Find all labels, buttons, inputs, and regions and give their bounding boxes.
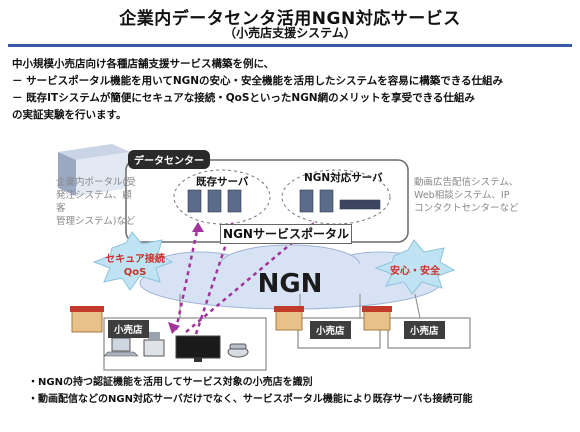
datacenter-label: データセンター [128, 150, 210, 169]
intro-line: 中小規模小売店向け各種店舗支援サービス構築を例に、 [12, 58, 275, 70]
intro-line: － サービスポータル機能を用いてNGNの安心・安全機能を活用したシステムを容易に… [12, 75, 504, 87]
left-systems-line: 管理システム)など [56, 216, 136, 227]
shop-icon [70, 306, 104, 333]
safety-badge [374, 239, 456, 295]
store-label: 小売店 [108, 320, 149, 338]
store-label: 小売店 [310, 321, 351, 339]
left-systems-line: 企業内ポータル(受 [56, 177, 136, 188]
safety-label: 安心・安全 [390, 264, 441, 277]
ngn-label: NGN [258, 269, 323, 299]
intro-line: の実証実験を行います。 [12, 109, 127, 121]
existing-server-icons [187, 189, 242, 213]
left-systems-text: 企業内ポータル(受 発注システム、顧客 管理システム)など [56, 176, 136, 228]
ngn-server-icons [299, 189, 381, 213]
intro-line: － 既存ITシステムが簡便にセキュアな接続・QoSといったNGN網のメリットを享… [12, 92, 475, 104]
secure-connection-badge [92, 231, 174, 291]
secure-label-line1: セキュア接続 [105, 252, 165, 265]
ngn-server-label: NGN対応サーバ [304, 172, 383, 184]
shop-icon [362, 306, 392, 331]
ngn-server-group [281, 169, 391, 225]
secure-label-line2: QoS [124, 267, 147, 278]
datacenter-building-icon [58, 144, 130, 196]
laptop-icon [103, 337, 139, 357]
intro-text: 中小規模小売店向け各種店舗支援サービス構築を例に、 － サービスポータル機能を用… [12, 56, 568, 124]
right-systems-line: Web相談システム、IP [414, 190, 510, 201]
right-systems-line: コンタクトセンターなど [414, 203, 519, 214]
existing-server-label: 既存サーバ [196, 176, 249, 188]
bullet-item: ・NGNの持つ認証機能を活用してサービス対象の小売店を識別 [28, 377, 313, 388]
register-icon [143, 332, 165, 357]
right-systems-text: 動画広告配信システム、 Web相談システム、IP コンタクトセンターなど [414, 176, 564, 215]
shop-icon [274, 306, 304, 331]
phone-icon [227, 343, 249, 358]
page-title: 企業内データセンタ活用NGN対応サービス [119, 9, 461, 29]
bullet-notes: ・NGNの持つ認証機能を活用してサービス対象の小売店を識別 ・動画配信などのNG… [28, 374, 568, 408]
left-systems-line: 発注システム、顧客 [56, 190, 132, 214]
right-systems-line: 動画広告配信システム、 [414, 177, 519, 188]
bullet-item: ・動画配信などのNGN対応サーバだけでなく、サービスポータル機能により既存サーバ… [28, 394, 473, 405]
title-divider [8, 44, 572, 47]
ngn-service-portal: NGNサービスポータル [220, 224, 352, 244]
existing-server-group [173, 169, 271, 225]
page-subtitle: （小売店支援システム） [224, 26, 356, 40]
store-label: 小売店 [404, 321, 445, 339]
display-icon [175, 335, 221, 362]
